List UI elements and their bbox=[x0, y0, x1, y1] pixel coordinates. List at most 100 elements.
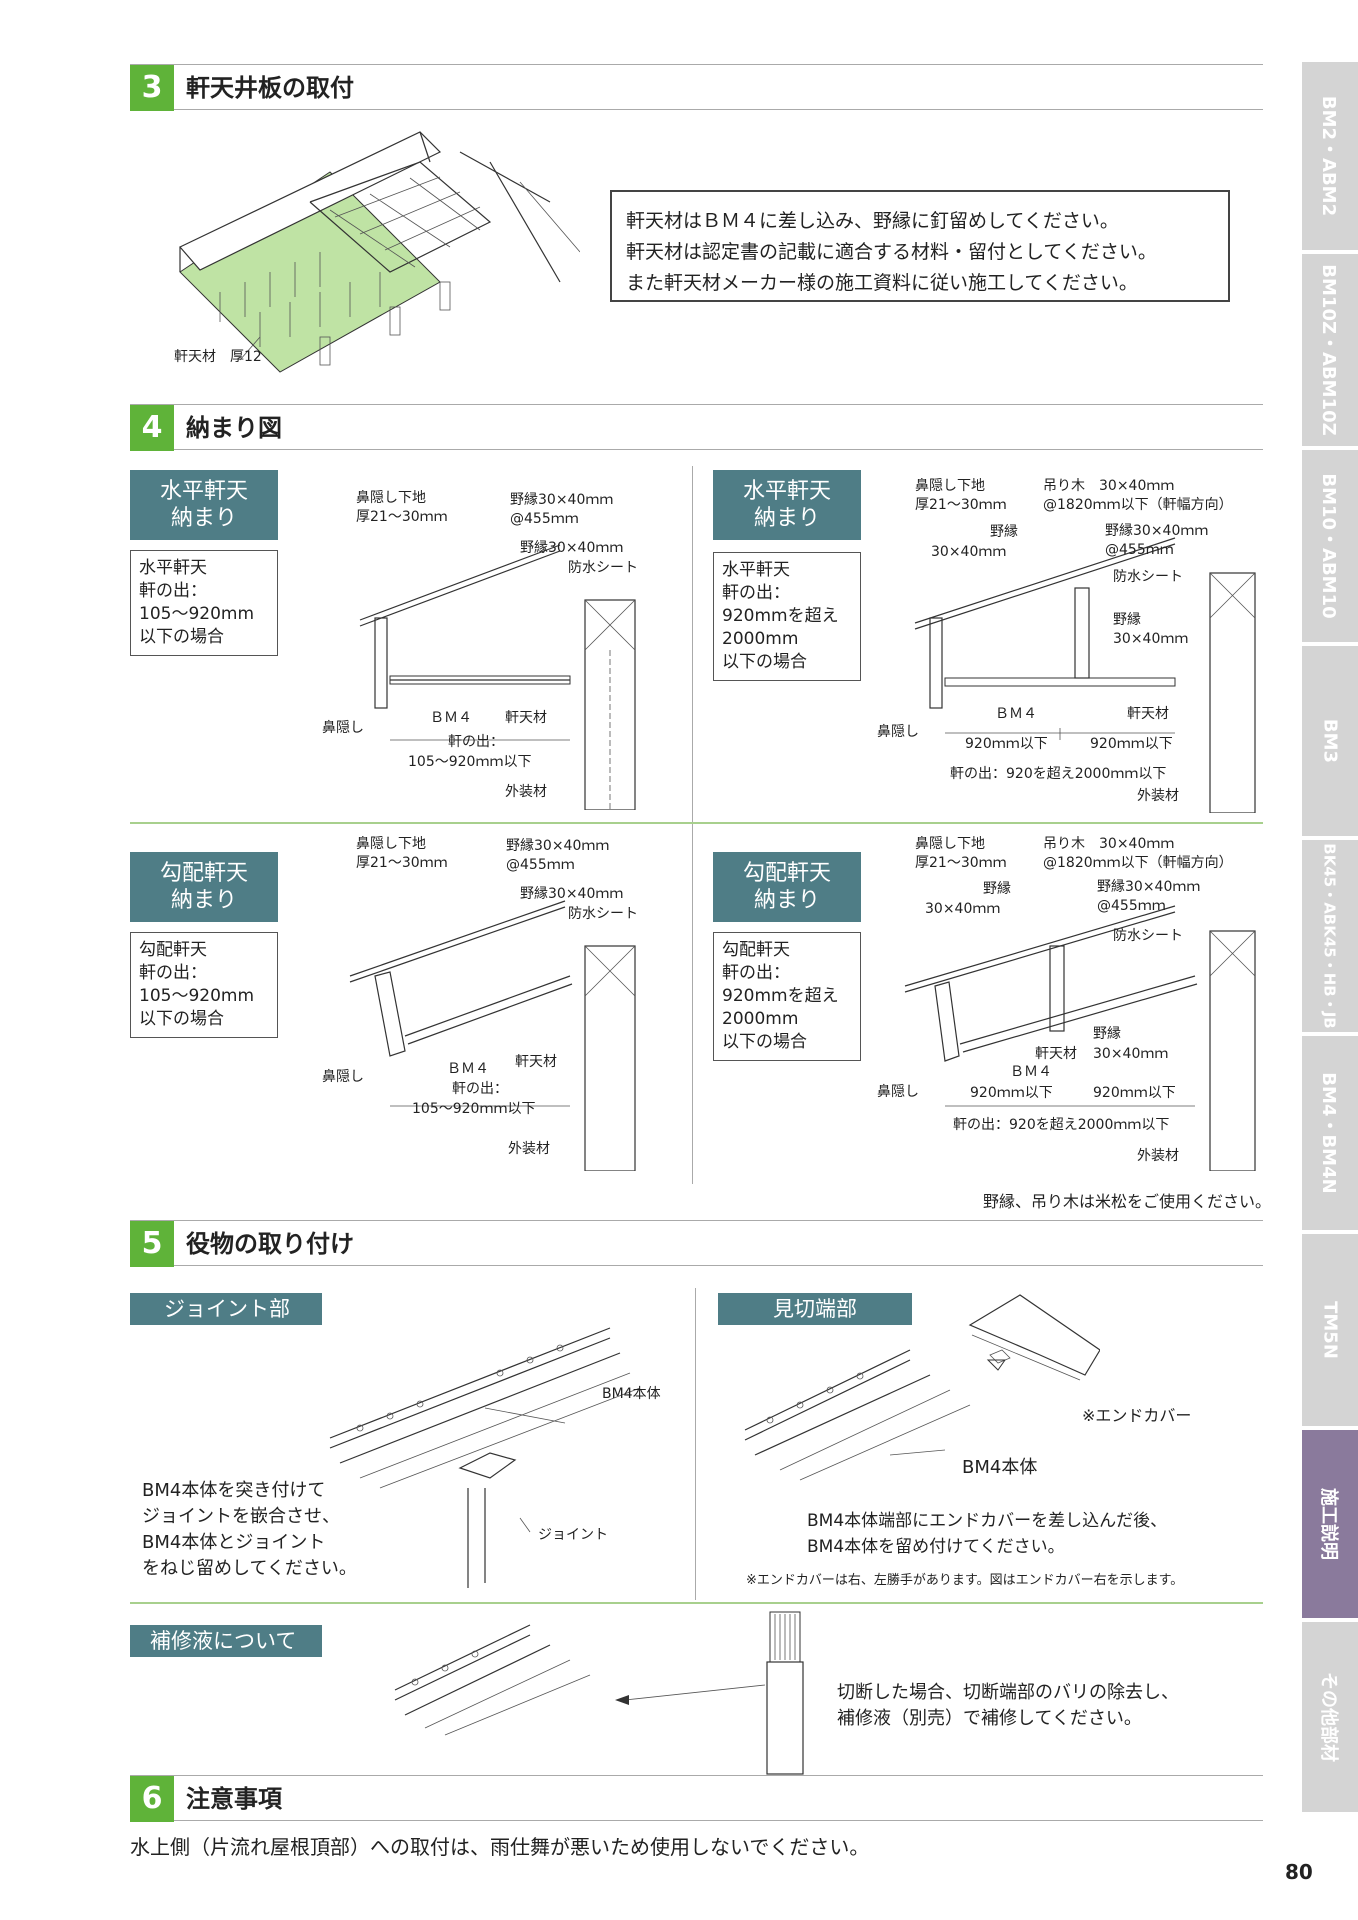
label-hana-thick: 厚21～30ｍｍ bbox=[915, 855, 1007, 871]
label-nokiten: 軒天材 bbox=[1035, 1046, 1077, 1062]
end-cover-note: ※エンドカバーは右、左勝手があります。図はエンドカバー右を示します。 bbox=[746, 1573, 1184, 1588]
label-gaisou: 外装材 bbox=[1137, 1148, 1179, 1164]
page-number: 80 bbox=[1285, 1860, 1313, 1884]
label-range-small: 105～920ｍｍ以下 bbox=[412, 1101, 535, 1117]
label-nokiten: 軒天材 bbox=[515, 1054, 557, 1070]
label-gaisou: 外装材 bbox=[505, 784, 547, 800]
end-body-label: BM4本体 bbox=[962, 1457, 1038, 1478]
label-bousui: 防水シート bbox=[1113, 569, 1183, 585]
joint-label: ジョイント bbox=[538, 1527, 608, 1543]
label-hana-thick: 厚21～30ｍｍ bbox=[915, 497, 1007, 513]
label-hana-shitaji: 鼻隠し下地 bbox=[915, 836, 985, 852]
label-bm4: ＢＭ４ bbox=[995, 706, 1037, 722]
label-span-1: 920ｍｍ以下 bbox=[970, 1085, 1053, 1101]
label-nokinode: 軒の出： bbox=[452, 1081, 508, 1097]
label-tsurigi: 吊り木 30×40ｍｍ bbox=[1043, 836, 1174, 852]
note-line-3: また軒天材メーカー様の施工資料に従い施工してください。 bbox=[626, 272, 1138, 294]
section-4-footnote: 野縁、吊り木は米松をご使用ください。 bbox=[983, 1192, 1272, 1211]
label-pitch: @455ｍｍ bbox=[510, 511, 579, 527]
section-title: 役物の取り付け bbox=[186, 1230, 354, 1258]
label-noen-b: 野縁 bbox=[1113, 612, 1141, 628]
case-label-horizontal-large: 水平軒天 納まり bbox=[713, 470, 861, 540]
tab-tm5n[interactable]: TM5N bbox=[1302, 1234, 1358, 1430]
section-title: 注意事項 bbox=[186, 1785, 282, 1813]
label-noen: 野縁 bbox=[983, 881, 1011, 897]
tab-bm3[interactable]: BM3 bbox=[1302, 646, 1358, 840]
grid-divider-horizontal bbox=[130, 822, 1263, 824]
label-bm4: ＢＭ４ bbox=[430, 710, 472, 726]
detail-diagram-sloped-small: 鼻隠し下地 厚21～30ｍｍ 野縁30×40ｍｍ @455ｍｍ 野縁30×40ｍ… bbox=[322, 836, 638, 1171]
section-title: 軒天井板の取付 bbox=[186, 74, 354, 102]
tab-bm4-bm4n[interactable]: BM4・BM4N bbox=[1302, 1036, 1358, 1234]
label-noen-2: 野縁30×40ｍｍ bbox=[520, 540, 623, 556]
case-desc-horizontal-large: 水平軒天 軒の出： 920mmを超え 2000mm 以下の場合 bbox=[713, 552, 861, 681]
tab-other-parts[interactable]: その他部材 bbox=[1302, 1622, 1358, 1816]
label-range-small: 105～920ｍｍ以下 bbox=[408, 754, 531, 770]
joint-title: ジョイント部 bbox=[130, 1293, 322, 1325]
section-number: 4 bbox=[130, 405, 174, 451]
label-gaisou: 外装材 bbox=[1137, 788, 1179, 804]
label-hana-shitaji: 鼻隠し下地 bbox=[356, 836, 426, 852]
repair-title: 補修液について bbox=[130, 1625, 322, 1657]
soffit-material-label: 軒天材 厚12 bbox=[174, 349, 262, 365]
repair-diagram bbox=[394, 1611, 804, 1775]
end-cover-label: ※エンドカバー bbox=[1082, 1406, 1192, 1425]
end-instructions: BM4本体端部にエンドカバーを差し込んだ後、 BM4本体を留め付けてください。 bbox=[807, 1511, 1168, 1557]
soffit-isometric-diagram bbox=[179, 131, 580, 373]
end-cover-diagram bbox=[744, 1294, 1100, 1481]
label-bousui: 防水シート bbox=[568, 560, 638, 576]
label-bousui: 防水シート bbox=[568, 906, 638, 922]
label-size-b: 30×40ｍｍ bbox=[1113, 631, 1188, 647]
section-5-divider bbox=[695, 1288, 696, 1600]
label-gaisou: 外装材 bbox=[508, 1141, 550, 1157]
section-4-header: 4 納まり図 bbox=[130, 404, 1263, 451]
label-size-b: 30×40ｍｍ bbox=[1093, 1046, 1168, 1062]
soffit-note-box: 軒天材はＢＭ４に差し込み、野縁に釘留めしてください。 軒天材は認定書の記載に適合… bbox=[610, 190, 1230, 302]
case-label-sloped-small: 勾配軒天 納まり bbox=[130, 852, 278, 922]
case-label-horizontal-small: 水平軒天 納まり bbox=[130, 470, 278, 540]
label-hana-shitaji: 鼻隠し下地 bbox=[915, 478, 985, 494]
label-pitch: @455ｍｍ bbox=[1105, 542, 1174, 558]
label-noen-2: 野縁30×40ｍｍ bbox=[1105, 523, 1208, 539]
case-desc-horizontal-small: 水平軒天 軒の出： 105～920mm 以下の場合 bbox=[130, 550, 278, 656]
detail-diagram-horizontal-large: 鼻隠し下地 厚21～30ｍｍ 吊り木 30×40ｍｍ @1820ｍｍ以下（軒幅方… bbox=[877, 478, 1256, 813]
label-tsurigi-pitch: @1820ｍｍ以下（軒幅方向） bbox=[1043, 855, 1233, 871]
case-desc-sloped-small: 勾配軒天 軒の出： 105～920mm 以下の場合 bbox=[130, 932, 278, 1038]
label-size: 30×40ｍｍ bbox=[925, 901, 1000, 917]
case-desc-sloped-large: 勾配軒天 軒の出： 920mmを超え 2000mm 以下の場合 bbox=[713, 932, 861, 1061]
section-6-header: 6 注意事項 bbox=[130, 1775, 1263, 1822]
case-label-sloped-large: 勾配軒天 納まり bbox=[713, 852, 861, 922]
joint-body-label: BM4本体 bbox=[602, 1386, 661, 1402]
label-noen-b: 野縁 bbox=[1093, 1026, 1121, 1042]
tab-bm2-abm2[interactable]: BM2・ABM2 bbox=[1302, 62, 1358, 254]
label-range-large: 軒の出：920を超え2000ｍｍ以下 bbox=[953, 1117, 1169, 1133]
label-span-2: 920ｍｍ以下 bbox=[1090, 736, 1173, 752]
label-noen: 野縁 bbox=[990, 524, 1018, 540]
label-size: 30×40ｍｍ bbox=[931, 544, 1006, 560]
joint-instructions: BM4本体を突き付けて ジョイントを嵌合させ、 BM4本体とジョイント をねじ留… bbox=[142, 1480, 357, 1579]
section-5-header: 5 役物の取り付け bbox=[130, 1220, 1263, 1267]
label-hanakakushi: 鼻隠し bbox=[877, 723, 919, 740]
label-hana-thick: 厚21～30ｍｍ bbox=[356, 855, 448, 871]
repair-instructions: 切断した場合、切断端部のバリの除去し、 補修液（別売）で補修してください。 bbox=[837, 1682, 1179, 1729]
tab-bm10-abm10[interactable]: BM10・ABM10 bbox=[1302, 450, 1358, 646]
label-noen-2: 野縁30×40ｍｍ bbox=[1097, 879, 1200, 895]
detail-diagram-horizontal-small: 鼻隠し下地 厚21～30ｍｍ 野縁30×40ｍｍ @455ｍｍ 野縁30×40ｍ… bbox=[322, 490, 638, 810]
grid-divider-vertical bbox=[692, 466, 693, 1184]
label-nokiten: 軒天材 bbox=[505, 710, 547, 726]
label-noen-2: 野縁30×40ｍｍ bbox=[520, 886, 623, 902]
tab-bk45[interactable]: BK45・ABK45・HB・JB bbox=[1302, 840, 1358, 1036]
end-title: 見切端部 bbox=[718, 1293, 912, 1325]
label-span-1: 920ｍｍ以下 bbox=[965, 736, 1048, 752]
tab-bm10z-abm10z[interactable]: BM10Z・ABM10Z bbox=[1302, 254, 1358, 450]
tab-construction-guide[interactable]: 施工説明 bbox=[1302, 1430, 1358, 1622]
label-bm4: ＢＭ４ bbox=[447, 1061, 489, 1077]
joint-diagram bbox=[329, 1327, 641, 1588]
label-bousui: 防水シート bbox=[1113, 928, 1183, 944]
section-6-text: 水上側（片流れ屋根頂部）への取付は、雨仕舞が悪いため使用しないでください。 bbox=[130, 1835, 870, 1859]
label-range-large: 軒の出：920を超え2000ｍｍ以下 bbox=[950, 766, 1166, 782]
label-hana-shitaji: 鼻隠し下地 bbox=[356, 490, 426, 506]
section-number: 6 bbox=[130, 1776, 174, 1822]
label-nokiten: 軒天材 bbox=[1127, 706, 1169, 722]
label-nokinode: 軒の出： bbox=[448, 734, 504, 750]
